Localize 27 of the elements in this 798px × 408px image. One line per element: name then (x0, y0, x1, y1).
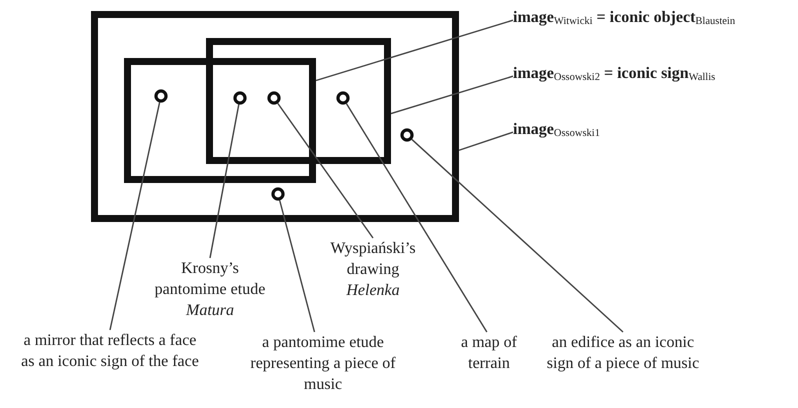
point-marker (400, 128, 414, 142)
set-label: image$_{Ossowski2}$ = iconic sign$_{Wallis}$ (513, 63, 793, 87)
leader-line (279, 200, 316, 332)
leader-line (109, 102, 160, 330)
leader-line (411, 138, 624, 333)
point-marker (271, 187, 285, 201)
example-text: a map of terrain (453, 332, 525, 376)
leader-line (390, 76, 514, 114)
leader-line (277, 102, 374, 238)
set-rectangle (206, 38, 391, 164)
set-rectangle (91, 11, 459, 222)
point-marker (154, 89, 168, 103)
example-text: a mirror that reflects a face as an iconic sign of the face (15, 330, 205, 396)
example-text: Krosny’s pantomime etude Matura (150, 258, 270, 322)
example-text: a pantomime etude representing a piece of music (238, 332, 408, 398)
example-text: an edifice as an iconic sign of a piece of music (540, 332, 706, 398)
leader-line (346, 103, 488, 332)
set-rectangle (124, 58, 316, 183)
point-marker (267, 91, 281, 105)
point-marker (233, 91, 247, 105)
set-label: image$_{Ossowski1}$ (513, 119, 713, 143)
example-text: Wyspiański’s drawing Helenka (323, 238, 423, 302)
point-marker (336, 91, 350, 105)
leader-line (209, 104, 240, 258)
leader-line (316, 20, 514, 82)
set-label: image$_{Witwicki}$ = iconic object$_{Blaustein}$ (513, 7, 793, 31)
leader-line (458, 132, 514, 151)
